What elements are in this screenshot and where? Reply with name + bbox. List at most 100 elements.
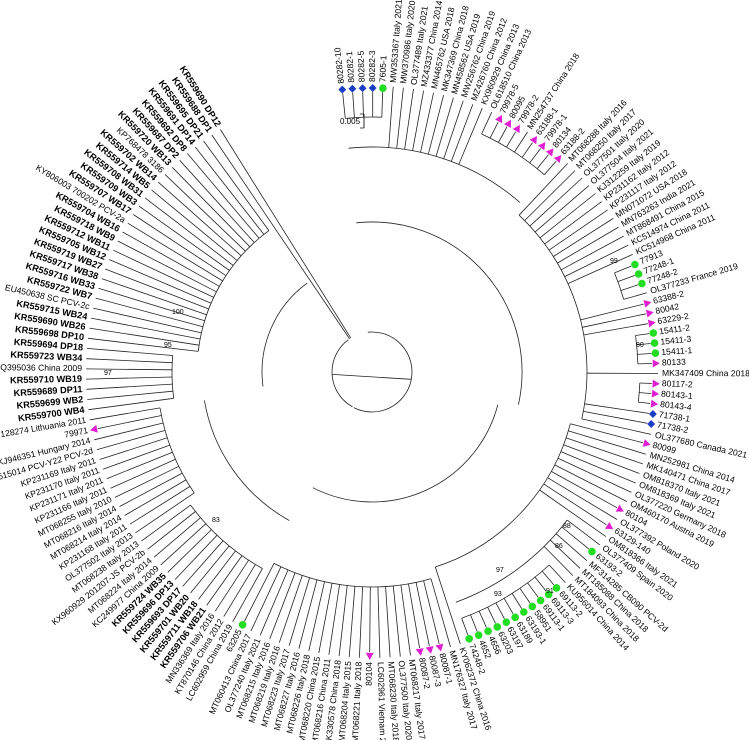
- support-value: 100: [172, 309, 184, 316]
- support-value: 88: [563, 523, 571, 530]
- blue-diamond-marker: [358, 84, 367, 93]
- terminal-branch: [560, 451, 636, 484]
- clade-arc: [353, 331, 413, 413]
- clade-arc: [159, 407, 195, 494]
- leaf-label: 80143-4: [660, 399, 693, 413]
- terminal-branch: [381, 92, 384, 118]
- terminal-branch: [244, 563, 275, 622]
- leaf-label: 80282-1: [344, 51, 356, 83]
- terminal-branch: [86, 383, 173, 390]
- terminal-branch: [153, 517, 201, 558]
- support-value: 93: [494, 591, 502, 598]
- terminal-branch: [182, 540, 224, 587]
- terminal-branch: [278, 575, 303, 643]
- terminal-branch: [141, 504, 191, 542]
- green-circle-marker: [650, 339, 659, 347]
- leaf-label: 80282-10: [332, 47, 346, 84]
- terminal-branch: [97, 415, 162, 429]
- terminal-branch: [190, 545, 230, 594]
- terminal-branch: [96, 430, 166, 451]
- terminal-branch: [543, 160, 557, 175]
- terminal-branch: [427, 94, 444, 155]
- terminal-branch: [529, 148, 541, 164]
- terminal-branch: [86, 348, 173, 356]
- terminal-branch: [179, 160, 255, 243]
- leaf-label: 80104: [364, 662, 374, 686]
- leaf-label: 15411-2: [659, 322, 691, 336]
- terminal-branch: [87, 390, 173, 400]
- blue-diamond-marker: [338, 85, 347, 94]
- terminal-branch: [106, 451, 173, 480]
- leaf-label: 79971: [63, 425, 89, 440]
- terminal-branch: [404, 88, 414, 150]
- terminal-branch: [543, 546, 574, 576]
- terminal-branch: [539, 489, 607, 537]
- support-value: 83: [212, 517, 220, 524]
- terminal-branch: [518, 163, 568, 216]
- terminal-branch: [620, 284, 639, 291]
- terminal-branch: [250, 566, 282, 632]
- terminal-branch: [124, 479, 187, 516]
- terminal-branch: [581, 418, 652, 435]
- terminal-branch: [377, 586, 381, 658]
- terminal-branch: [203, 140, 270, 231]
- terminal-branch: [566, 519, 601, 546]
- magenta-triangle-marker: [415, 648, 424, 656]
- terminal-branch: [342, 93, 346, 119]
- leaf-label: 80143-1: [661, 389, 693, 401]
- blue-diamond-marker: [648, 410, 657, 418]
- green-circle-marker: [528, 602, 537, 611]
- clade-arc: [261, 282, 308, 387]
- terminal-branch: [548, 209, 608, 251]
- terminal-branch: [113, 249, 214, 298]
- terminal-branch: [557, 457, 632, 493]
- magenta-triangle-marker: [89, 424, 98, 433]
- clade-arc: [435, 423, 571, 568]
- terminal-branch: [561, 526, 590, 550]
- terminal-branch: [434, 566, 461, 645]
- terminal-branch: [548, 564, 566, 583]
- terminal-branch: [138, 205, 230, 271]
- magenta-triangle-marker: [615, 504, 624, 512]
- terminal-branch: [443, 100, 464, 159]
- terminal-branch: [119, 472, 183, 507]
- terminal-branch: [549, 539, 581, 569]
- blue-diamond-marker: [647, 420, 656, 428]
- leaf-label: MT068230 Italy 2018: [386, 661, 401, 740]
- leaf-markers: [89, 84, 660, 660]
- terminal-branch: [269, 572, 296, 640]
- terminal-branch: [206, 555, 243, 606]
- leaf-label: MK347409 China 2018: [662, 368, 749, 378]
- magenta-triangle-marker: [529, 136, 538, 145]
- terminal-branch: [481, 112, 493, 135]
- terminal-branch: [470, 614, 478, 632]
- leaf-label: 7605-1: [377, 55, 388, 82]
- terminal-branch: [623, 292, 647, 300]
- leaf-label: 15411-1: [661, 345, 693, 357]
- magenta-triangle-marker: [647, 319, 656, 328]
- green-circle-marker: [544, 590, 553, 599]
- green-circle-marker: [238, 621, 247, 629]
- terminal-branch: [102, 444, 170, 470]
- clade-arc: [518, 214, 588, 419]
- terminal-branch: [583, 323, 648, 336]
- terminal-branch: [412, 90, 424, 151]
- terminal-branch: [160, 523, 207, 566]
- terminal-branch: [388, 86, 394, 148]
- terminal-branch: [534, 576, 547, 592]
- terminal-branch: [544, 201, 602, 245]
- terminal-branch: [93, 307, 202, 334]
- terminal-branch: [110, 458, 176, 489]
- terminal-branch: [529, 177, 583, 227]
- leaf-label: 80282-5: [356, 50, 367, 82]
- terminal-branch: [614, 265, 632, 274]
- terminal-branch: [527, 582, 539, 598]
- terminal-branch: [308, 581, 325, 651]
- support-value: 99: [610, 258, 618, 265]
- leaf-label: HQ395036 China 2009: [0, 362, 82, 373]
- leaf-label: LC602961 Vietnam 2018: [376, 662, 389, 740]
- terminal-branch: [117, 240, 217, 293]
- terminal-branch: [638, 401, 651, 404]
- terminal-branch: [519, 588, 531, 604]
